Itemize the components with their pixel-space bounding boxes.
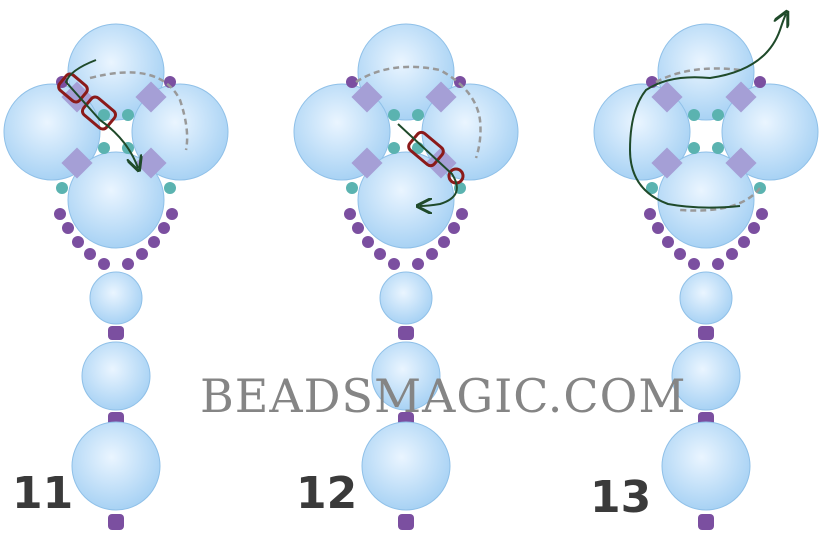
pearl-stem-2 [371, 341, 441, 411]
step-label: 13 [590, 472, 651, 523]
seed-spacer-3 [398, 514, 414, 530]
pearl-bottom [67, 151, 165, 249]
highlighted-bead-1 [57, 72, 89, 104]
step-label: 12 [296, 468, 357, 519]
thread-path [628, 14, 786, 209]
step-12-diagram: 12 [293, 23, 519, 530]
pearl-stem-2 [81, 341, 151, 411]
thread-path [64, 59, 138, 168]
dashed-thread [89, 71, 189, 151]
seed-beads-teal [56, 109, 176, 194]
pearl-stem-3 [661, 421, 751, 511]
thread-path [397, 123, 458, 206]
step-11-diagram: 11 [3, 23, 229, 530]
pearl-stem-3 [71, 421, 161, 511]
pearl-stem-3 [361, 421, 451, 511]
step-13-diagram: 13 [590, 14, 819, 530]
seed-spacer-1 [108, 326, 124, 340]
pearl-stem-1 [679, 271, 733, 325]
watermark: BEADSMAGIC.COM [200, 369, 686, 423]
seed-beads-purple-loop [644, 76, 768, 270]
seed-spacer-1 [398, 326, 414, 340]
seed-spacer-3 [698, 514, 714, 530]
dashed-thread [355, 65, 482, 159]
seed-spacer-1 [698, 326, 714, 340]
pearl-bottom [357, 151, 455, 249]
pearl-stem-2 [671, 341, 741, 411]
step-label: 11 [12, 468, 73, 519]
highlighted-bead-2 [80, 95, 118, 131]
pearl-stem-1 [89, 271, 143, 325]
seed-beads-purple-loop [54, 76, 178, 270]
pearl-stem-1 [379, 271, 433, 325]
seed-beads-purple-loop [344, 76, 468, 270]
seed-spacer-3 [108, 514, 124, 530]
